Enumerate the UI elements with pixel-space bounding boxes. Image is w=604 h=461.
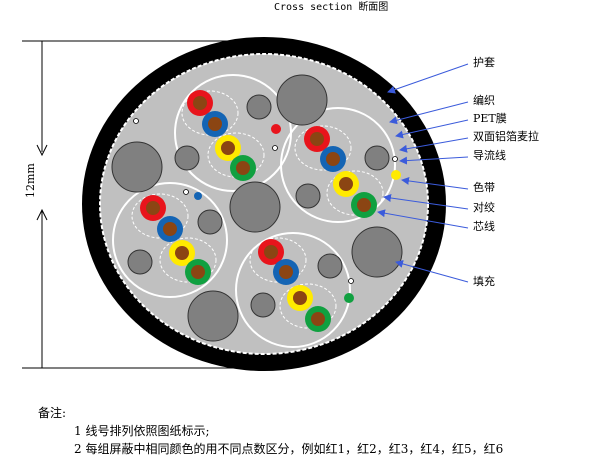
pair-group-3 [112,182,228,298]
arrow-filler [395,260,469,283]
label-twisted-pair: 对绞 [473,200,495,214]
dimension-arrow-down [36,208,48,221]
conductor-blue-3-core [163,222,177,236]
note-item-2: 2 每组屏蔽中相同颜色的用不同点数区分，例如红1，红2，红3，红4，红5，红6 [74,442,504,456]
pair-outline-4b [279,283,337,329]
filler-small-1 [246,94,272,120]
filler-small-6 [127,249,153,275]
label-foil: 双面铝箔麦拉 [473,129,539,143]
conductor-green-1-core [236,161,250,175]
drain-wire-4 [392,156,398,162]
pair-group-4 [235,232,351,348]
notes-heading: 备注: [38,406,67,420]
diagram-title: Cross section 断面图 [274,0,388,13]
dimension-arrow-up [36,144,48,157]
pair-outline-1a [181,90,239,136]
arrow-drain [399,156,469,165]
pair-group-2 [280,107,396,223]
pair-outline-2b [326,170,384,216]
filler-small-2 [174,145,200,171]
filler-large-1 [276,74,328,126]
marker-green-dot [344,293,354,303]
conductor-blue-4-core [279,265,293,279]
label-jacket: 护套 [473,55,495,69]
filler-small-3 [364,145,390,171]
conductor-red-3-core [146,201,160,215]
conductor-red-2-core [310,132,324,146]
conductor-red-1-core [193,96,207,110]
pair-outline-2a [294,125,352,171]
filler-large-5 [187,290,239,342]
filler-small-4 [295,183,321,209]
label-pet: PET膜 [473,112,507,125]
conductor-green-4-core [311,312,325,326]
filler-small-7 [250,292,276,318]
filler-large-2 [111,141,163,193]
arrow-twisted-pair [383,194,469,210]
arrow-foil [399,137,469,153]
conductor-blue-2-core [326,152,340,166]
arrow-braid [389,101,469,125]
conductor-yellow-1-core [221,141,235,155]
marker-yellow-dot [391,170,401,180]
note-item-1: 1 线号排列依照图纸标示; [74,424,210,438]
pair-outline-1b [207,132,265,178]
conductor-yellow-2-core [339,177,353,191]
callout-arrows [377,63,469,283]
pair-outline-3b [159,237,217,283]
label-filler: 填充 [473,274,495,288]
notes-section: 备注: 1 线号排列依照图纸标示; 2 每组屏蔽中相同颜色的用不同点数区分，例如… [38,404,598,458]
dimension-label: 12mm [24,163,37,198]
pair-outline-4a [249,237,307,283]
drain-wire-3 [183,189,189,195]
conductor-green-3-core [191,265,205,279]
conductor-green-2-core [357,198,371,212]
conductor-blue-1-core [208,117,222,131]
label-core: 芯线 [473,219,495,233]
marker-blue-dot [194,192,202,200]
conductor-red-4-core [264,245,278,259]
arrow-jacket [387,63,469,94]
filler-small-5 [197,209,223,235]
label-braid: 编织 [473,93,495,107]
pair-outline-3a [131,193,189,239]
filler-large-3 [229,181,281,233]
drain-wire-2 [272,145,278,151]
arrow-pet [395,119,469,139]
label-drain: 导流线 [473,148,506,162]
arrow-core [377,209,469,229]
marker-red-dot [271,124,281,134]
conductor-yellow-4-core [293,291,307,305]
drain-wire-1 [133,118,139,124]
drain-wire-5 [348,278,354,284]
conductor-yellow-3-core [175,246,189,260]
filler-small-8 [317,253,343,279]
filler-large-4 [351,226,403,278]
cable [82,37,446,371]
label-colorband: 色带 [473,180,495,194]
arrow-colorband [401,176,469,190]
